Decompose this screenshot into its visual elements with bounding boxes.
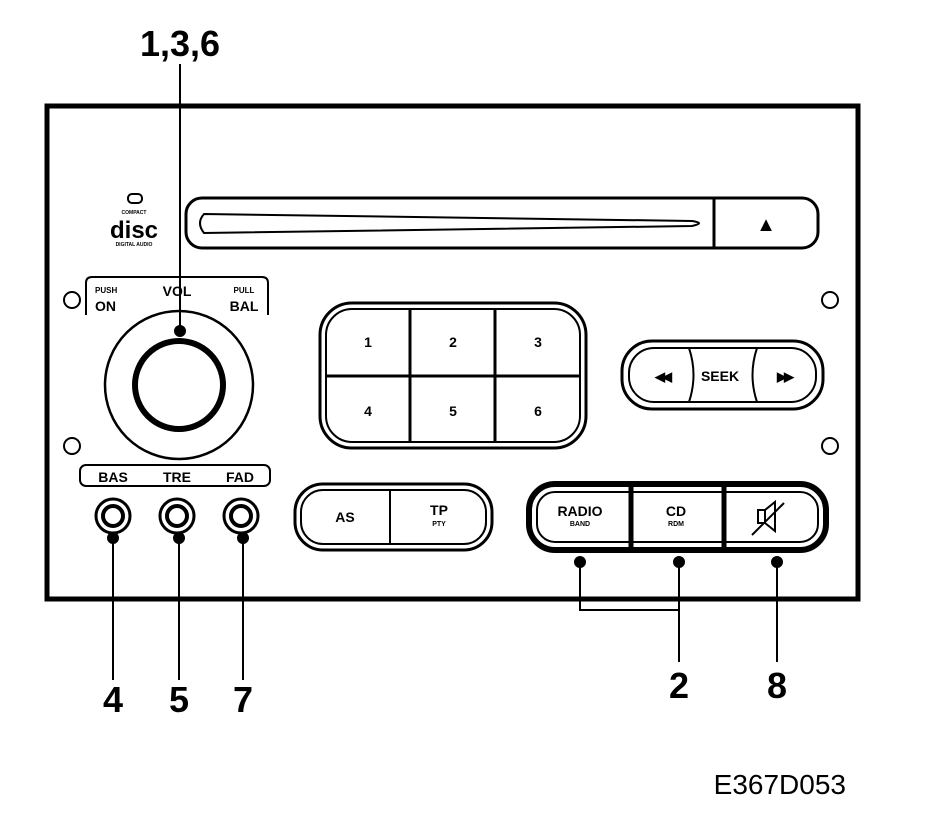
pull-label: PULL: [234, 286, 255, 295]
leader-dot: [237, 532, 249, 544]
callout-5: 5: [169, 679, 189, 720]
as-button[interactable]: AS: [335, 509, 354, 525]
mute-strike: [751, 502, 785, 536]
mounting-hole: [821, 291, 839, 309]
volume-control: PUSH ON VOL PULL BAL: [85, 276, 269, 461]
mounting-hole: [63, 291, 81, 309]
cd-slot: [199, 212, 700, 235]
mute-button[interactable]: [751, 499, 785, 536]
callout-1-3-6: 1,3,6: [140, 23, 220, 64]
tone-label-strip: [79, 464, 271, 487]
leader-dot: [107, 532, 119, 544]
source-buttons: RADIO BAND CD RDM: [526, 481, 829, 553]
fad-label: FAD: [226, 469, 254, 485]
disc-logo-icon: [127, 193, 143, 204]
seek-divider: [688, 347, 695, 403]
seek-divider: [751, 347, 758, 403]
mounting-holes: [63, 291, 839, 455]
tp-button[interactable]: TP: [430, 502, 448, 518]
callout-2: 2: [669, 665, 689, 706]
as-tp-frame-inner: [300, 489, 487, 545]
mounting-hole: [821, 437, 839, 455]
speaker-muted-icon: [757, 509, 766, 524]
source-frame: [526, 481, 829, 553]
leader-dot: [574, 556, 586, 568]
leader-dot: [173, 532, 185, 544]
leader-dot: [673, 556, 685, 568]
preset-button-5[interactable]: 5: [449, 403, 457, 419]
callout-7: 7: [233, 679, 253, 720]
vol-label: VOL: [163, 283, 192, 299]
seek-rocker: ◀◀ SEEK ▶▶: [620, 339, 825, 411]
source-frame-inner: [536, 491, 819, 543]
tre-label: TRE: [163, 469, 191, 485]
tre-knob-inner: [165, 504, 189, 528]
leader-line-2: [579, 562, 680, 662]
preset-button-6[interactable]: 6: [534, 403, 542, 419]
eject-button[interactable]: ▲: [756, 214, 776, 236]
leader-dot: [771, 556, 783, 568]
bas-label: BAS: [98, 469, 128, 485]
tone-controls: BAS TRE FAD: [79, 464, 271, 535]
cd-button[interactable]: CD: [666, 503, 686, 519]
bas-knob-inner: [101, 504, 125, 528]
push-label: PUSH: [95, 286, 117, 295]
on-label: ON: [95, 298, 116, 314]
as-tp-frame: [293, 482, 494, 552]
fad-knob-inner: [229, 504, 253, 528]
mounting-hole: [63, 437, 81, 455]
seek-frame-inner: [628, 347, 817, 403]
seek-frame: [620, 339, 825, 411]
callout-4: 4: [103, 679, 123, 720]
band-label: BAND: [570, 521, 590, 528]
volume-knob[interactable]: [132, 338, 226, 432]
logo-disc-word: disc: [110, 217, 158, 244]
logo-small-top: COMPACT: [122, 210, 147, 216]
leader-dot: [174, 325, 186, 337]
speaker-cone: [764, 499, 776, 534]
preset-buttons: 1 2 3 4 5 6: [318, 301, 588, 450]
leader-lines: [107, 64, 783, 680]
radio-button[interactable]: RADIO: [557, 503, 602, 519]
cd-slot-panel: [184, 196, 820, 250]
compact-disc-logo: COMPACT disc DIGITAL AUDIO: [110, 193, 158, 248]
preset-button-3[interactable]: 3: [534, 334, 542, 350]
as-tp-buttons: AS TP PTY: [293, 482, 494, 552]
callout-8: 8: [767, 665, 787, 706]
preset-button-4[interactable]: 4: [364, 403, 372, 419]
logo-small-bottom: DIGITAL AUDIO: [116, 242, 153, 248]
pty-label: PTY: [432, 521, 446, 528]
seek-label: SEEK: [701, 368, 739, 384]
preset-button-1[interactable]: 1: [364, 334, 372, 350]
rdm-label: RDM: [668, 521, 684, 528]
bal-label: BAL: [230, 298, 259, 314]
volume-label-bracket: [85, 276, 269, 315]
preset-button-2[interactable]: 2: [449, 334, 457, 350]
figure-code: E367D053: [714, 769, 846, 800]
